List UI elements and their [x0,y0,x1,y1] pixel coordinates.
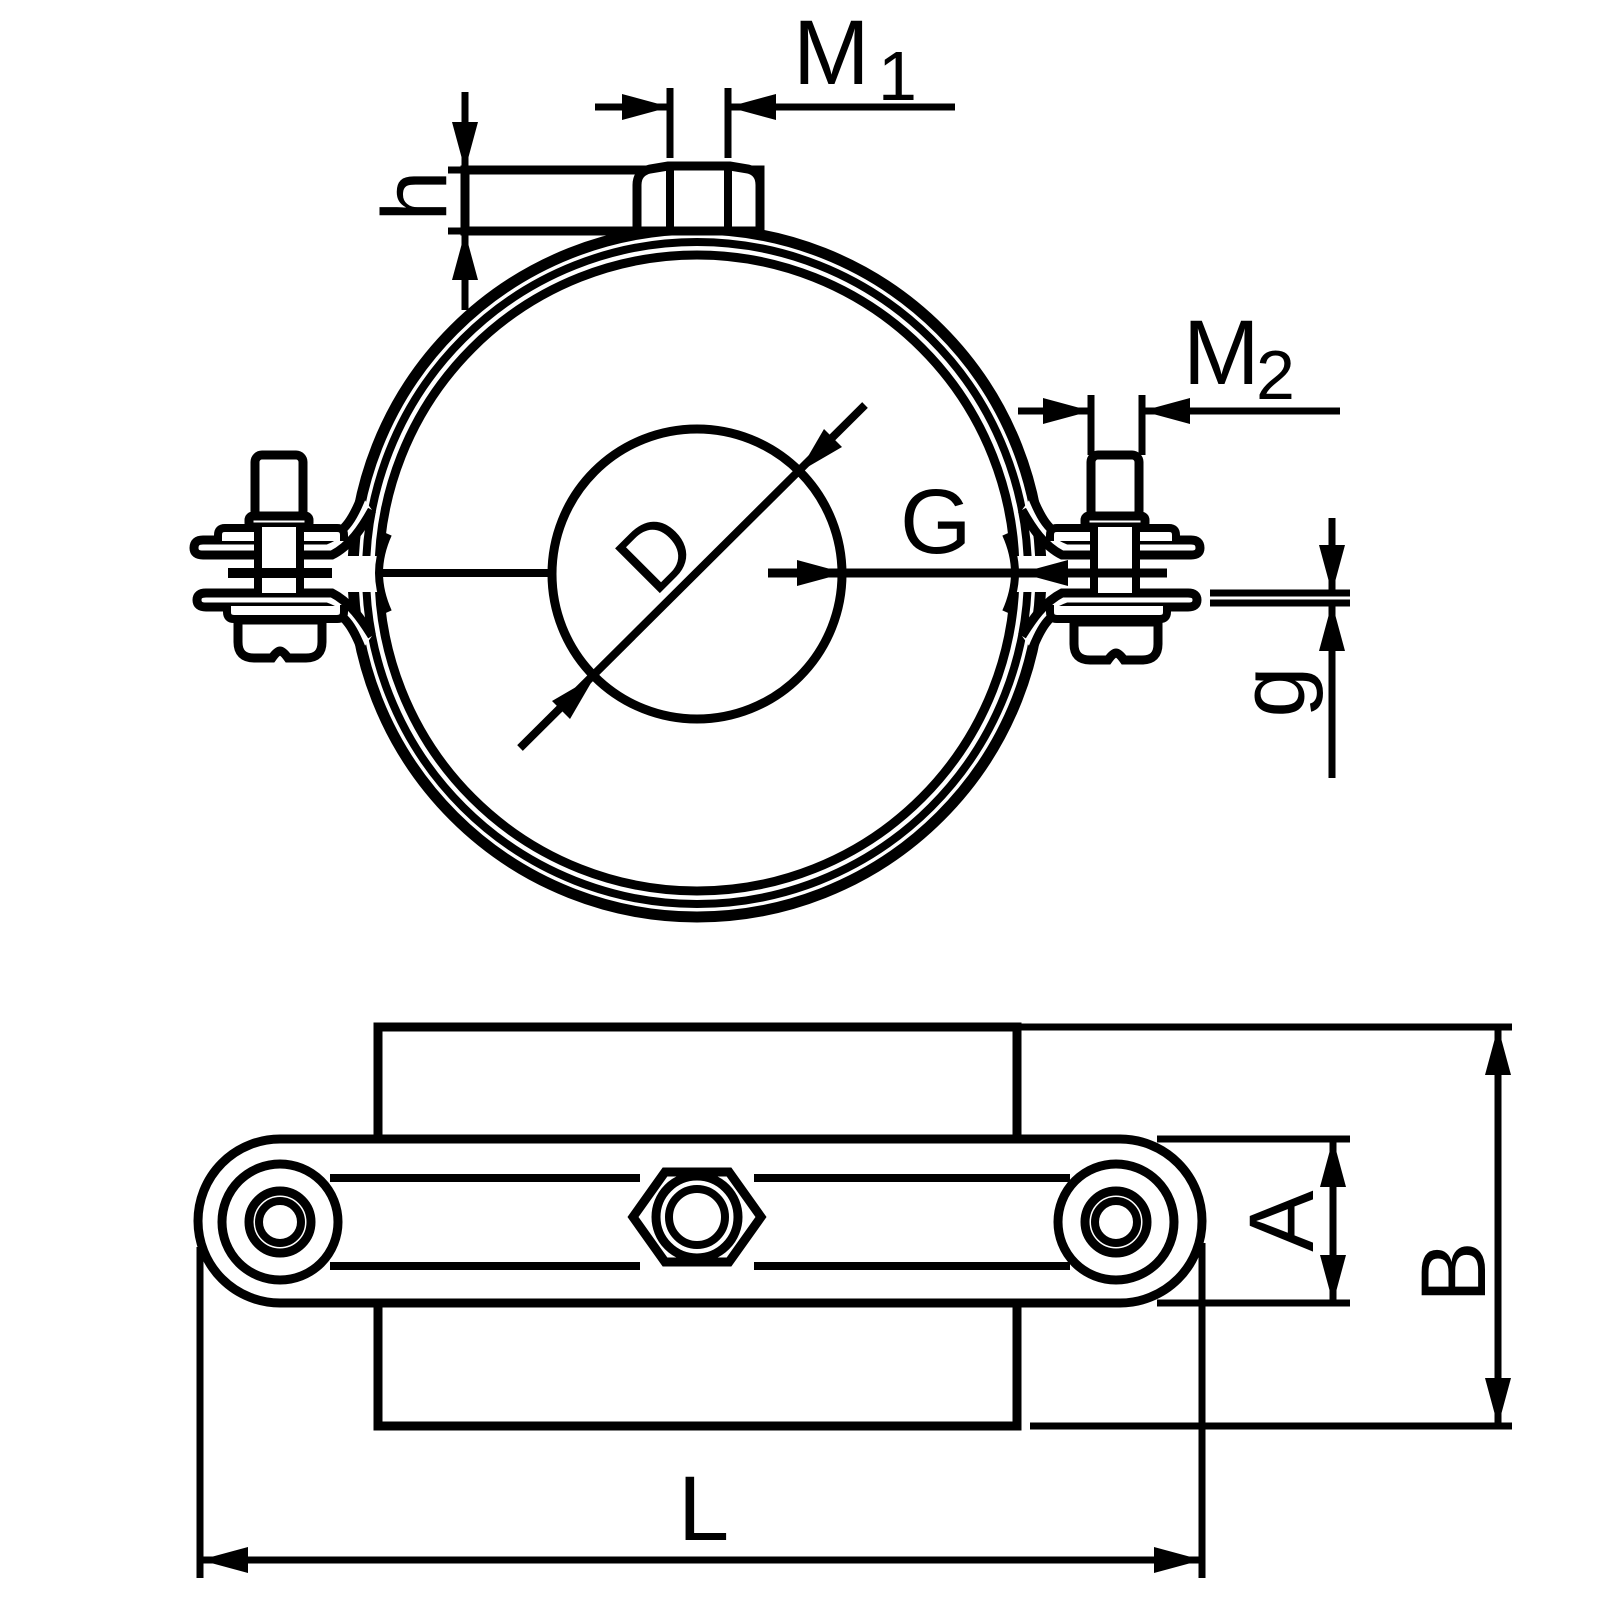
left-bolt-collar [244,511,314,532]
right-bolt-nut [1069,617,1163,665]
label-boss-height: h [364,170,466,221]
right-clamp-bolt [1069,450,1163,665]
label-total-height: B [1403,1241,1505,1302]
side-view: A B L [193,1022,1512,1578]
label-band-thickness: g [1222,666,1324,717]
strap-inner-contour [330,1174,1070,1270]
label-m1-sub: 1 [878,37,917,115]
left-clamp-bolt [233,450,327,663]
right-strap-eye [1053,1159,1179,1285]
threaded-boss [448,161,765,236]
front-view: D G M 1 M 2 [184,2,1350,923]
dimension-h: h [364,92,478,310]
dimension-G: G [768,471,1167,586]
right-eye-hole [1091,1197,1141,1247]
right-bolt-head [1086,450,1144,523]
boss-hex-nut [632,161,765,236]
center-nut-hole [665,1185,729,1249]
right-bolt-collar [1080,511,1150,532]
left-eye-hole [255,1197,305,1247]
label-clamp-bore: G [900,471,972,573]
dimension-M1: M 1 [595,2,955,158]
left-strap-eye [217,1159,343,1285]
label-strap-width: A [1231,1190,1333,1252]
center-hex-nut [627,1167,767,1267]
left-bolt-head [250,450,308,523]
dimension-L: L [196,1243,1206,1578]
label-m2-sub: 2 [1256,336,1295,414]
left-bolt-nut [233,615,327,663]
dimension-B: B [1017,1023,1512,1430]
dimension-A: A [1157,1135,1350,1307]
dimension-g: g [1210,518,1350,778]
label-m2-base: M [1183,302,1260,404]
label-overall-length: L [678,1458,729,1560]
dimension-M2: M 2 [1018,302,1340,455]
label-m1-base: M [793,2,870,104]
